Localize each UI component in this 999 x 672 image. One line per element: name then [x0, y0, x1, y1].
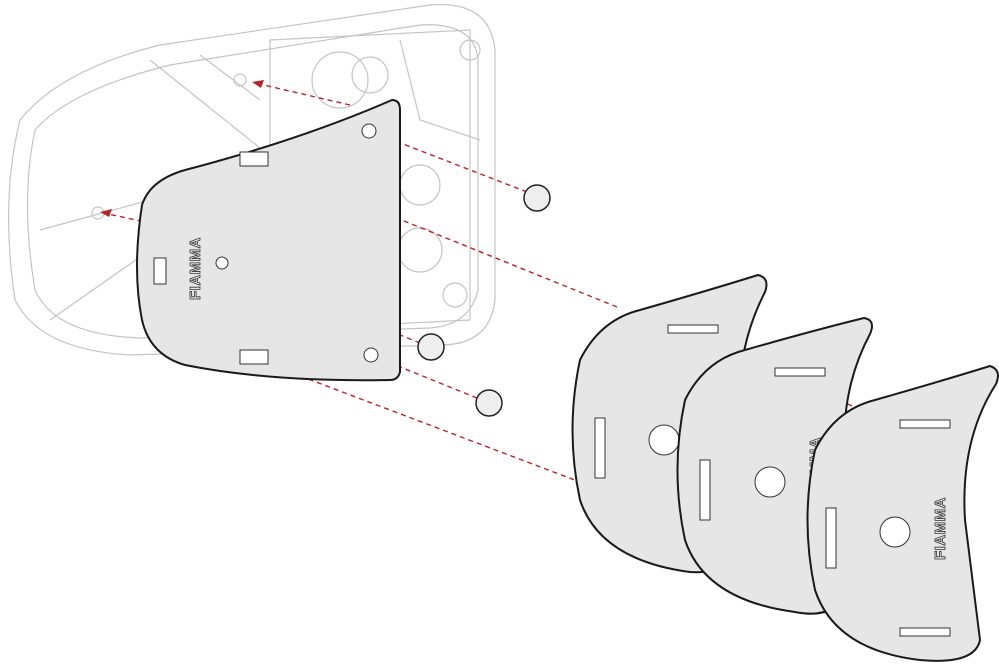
housing-outline — [7, 3, 496, 356]
fiamma-logo: FIAMMA — [187, 237, 204, 300]
screws — [417, 184, 551, 417]
screw-icon — [523, 184, 551, 212]
screw-icon — [417, 333, 445, 361]
curved-plate-3: FIAMMA — [806, 364, 999, 662]
cover-plate-main: FIAMMA — [136, 98, 401, 382]
fiamma-logo: FIAMMA — [932, 497, 949, 560]
screw-icon — [475, 389, 503, 417]
